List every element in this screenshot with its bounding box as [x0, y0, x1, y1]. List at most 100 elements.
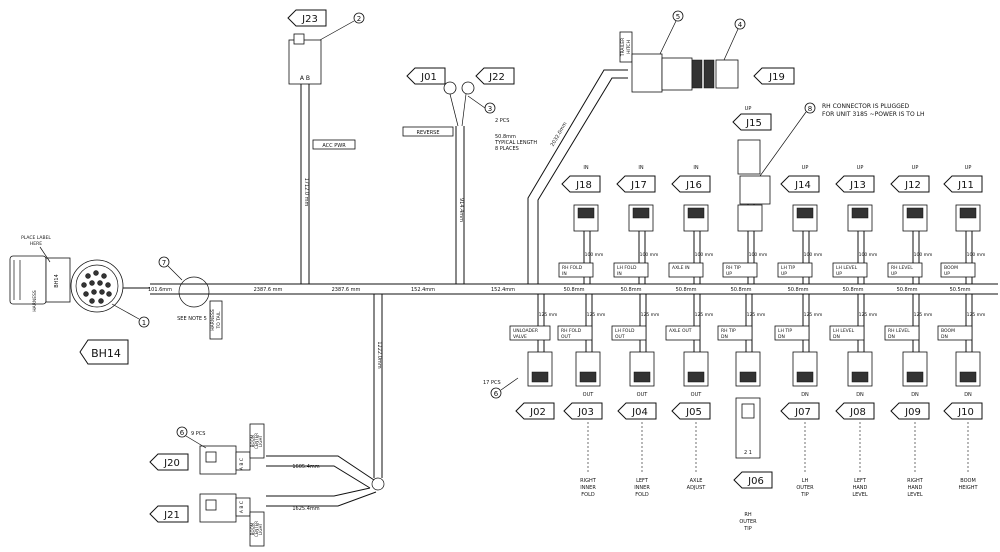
- function-label: INNER: [580, 485, 596, 491]
- out-label: OUT: [637, 392, 649, 398]
- svg-text:BOOM: BOOM: [250, 522, 255, 535]
- svg-text:J03: J03: [577, 407, 594, 418]
- up-label: IN: [693, 165, 698, 171]
- dim-label: 100 mm: [585, 252, 604, 258]
- bh14-side-label: BH14: [54, 274, 60, 288]
- up-box-label: RH FOLD: [562, 265, 583, 271]
- dim-label: 125 mm: [641, 312, 660, 318]
- svg-text:50.8mm: 50.8mm: [621, 287, 642, 293]
- j15-up-label: UP: [745, 106, 752, 112]
- svg-text:CENTER: CENTER: [254, 433, 259, 449]
- svg-text:5: 5: [676, 13, 680, 21]
- dn-box-label: RH TIP: [721, 328, 736, 334]
- trunk-dimensions: 101.6mm 2387.6 mm 2387.6 mm 152.4mm 152.…: [148, 287, 971, 293]
- function-label: RIGHT: [580, 478, 597, 484]
- function-label: LEFT: [636, 478, 649, 484]
- dim-label: 125 mm: [539, 312, 558, 318]
- tag-j18: J18: [561, 175, 601, 193]
- svg-text:J18: J18: [575, 180, 592, 191]
- j20-j21-branch: 1222.0mm 1605.4mm 1625.4mm A B C BOOM CE…: [199, 294, 385, 547]
- svg-text:1: 1: [142, 319, 146, 327]
- function-label: OUTER: [739, 519, 757, 525]
- svg-text:J23: J23: [301, 14, 318, 25]
- tag-j07: J07: [780, 402, 820, 420]
- dn-box-label-2: DN: [833, 334, 840, 340]
- dim-label: 100 mm: [640, 252, 659, 258]
- out-label: OUT: [583, 392, 595, 398]
- up-box-label-2: UP: [891, 271, 897, 277]
- dim-label: 100 mm: [914, 252, 933, 258]
- dn-box-label: UNLOADER: [513, 328, 538, 334]
- tag-bh14: BH14: [79, 339, 129, 365]
- up-label: UP: [912, 165, 919, 171]
- j23-pins: A B: [300, 75, 310, 82]
- svg-text:J05: J05: [685, 407, 702, 418]
- up-box-label: LH LEVEL: [836, 265, 858, 271]
- svg-text:50.5mm: 50.5mm: [950, 287, 971, 293]
- up-box-label: BOOM: [944, 265, 958, 271]
- up-box-label: LH TIP: [781, 265, 795, 271]
- dn-box-label: BOOM: [941, 328, 955, 334]
- function-label: LH: [802, 478, 809, 484]
- tag-j01: J01: [406, 67, 446, 85]
- tag-j10: J10: [943, 402, 983, 420]
- svg-text:50.8mm: 50.8mm: [495, 134, 516, 140]
- svg-text:LIGHT: LIGHT: [258, 434, 263, 447]
- dn-box-label-2: VALVE: [513, 334, 527, 340]
- balloon-9: 6 9 PCS: [176, 426, 207, 449]
- svg-text:J04: J04: [631, 407, 648, 418]
- tag-j20: J20: [149, 453, 189, 471]
- dn-box-label: RH LEVEL: [888, 328, 910, 334]
- svg-text:J11: J11: [957, 180, 974, 191]
- out-label: DN: [911, 392, 919, 398]
- balloon-4: 4: [723, 18, 746, 61]
- svg-text:J19: J19: [768, 72, 785, 83]
- dim-label: 125 mm: [859, 312, 878, 318]
- dim-label: 125 mm: [695, 312, 714, 318]
- function-label: HEIGHT: [958, 485, 978, 491]
- pcs-9-note: 9 PCS: [191, 431, 205, 437]
- svg-text:J06: J06: [747, 476, 764, 487]
- balloon-1: 1: [111, 303, 150, 328]
- function-label: BOOM: [960, 478, 976, 484]
- svg-text:J02: J02: [529, 407, 546, 418]
- dim-label: 100 mm: [804, 252, 823, 258]
- function-label: AXLE: [690, 478, 703, 484]
- dn-box-label: AXLE OUT: [669, 328, 692, 334]
- dn-box-label: LH FOLD: [615, 328, 635, 334]
- dn-box-label: LH TIP: [778, 328, 792, 334]
- pcs-2-note: 2 PCS: [495, 118, 509, 124]
- function-label: HAND: [908, 485, 923, 491]
- svg-text:J10: J10: [957, 407, 974, 418]
- function-label: INNER: [634, 485, 650, 491]
- acc-pwr-label: ACC PWR: [322, 143, 346, 149]
- see-note-label: SEE NOTE 5: [177, 316, 207, 322]
- tag-j05: J05: [671, 402, 711, 420]
- svg-text:A B C: A B C: [239, 501, 245, 513]
- main-trunk: [150, 276, 998, 308]
- place-label-note: PLACE LABEL HERE HARNESS: [21, 235, 51, 312]
- dim-label: 100 mm: [967, 252, 986, 258]
- dim-label: 125 mm: [914, 312, 933, 318]
- up-box-label-2: IN: [617, 271, 622, 277]
- function-label: LEFT: [854, 478, 867, 484]
- tag-j08: J08: [835, 402, 875, 420]
- svg-text:J12: J12: [904, 180, 921, 191]
- j23-branch: A B ACC PWR 1712.0 mm: [288, 33, 356, 284]
- up-label: IN: [638, 165, 643, 171]
- svg-text:TYPICAL LENGTH: TYPICAL LENGTH: [494, 140, 537, 146]
- tag-j03: J03: [563, 402, 603, 420]
- svg-text:PLACE LABEL: PLACE LABEL: [21, 235, 51, 241]
- out-label: DN: [801, 392, 809, 398]
- svg-text:2387.6 mm: 2387.6 mm: [332, 287, 361, 293]
- svg-text:J13: J13: [849, 180, 866, 191]
- harness-to-tail-label: HARNESS TO TAIL: [209, 300, 223, 340]
- tag-j15: J15: [732, 113, 772, 131]
- dim-label: 100 mm: [859, 252, 878, 258]
